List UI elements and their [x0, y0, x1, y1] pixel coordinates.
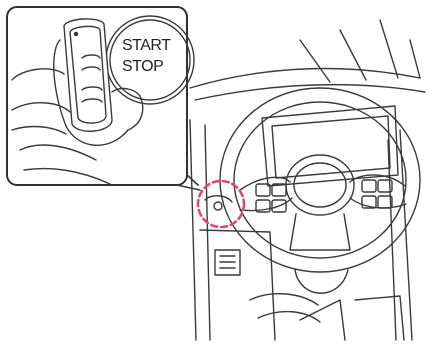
start-label: START [122, 38, 170, 54]
stop-label: STOP [122, 59, 163, 75]
